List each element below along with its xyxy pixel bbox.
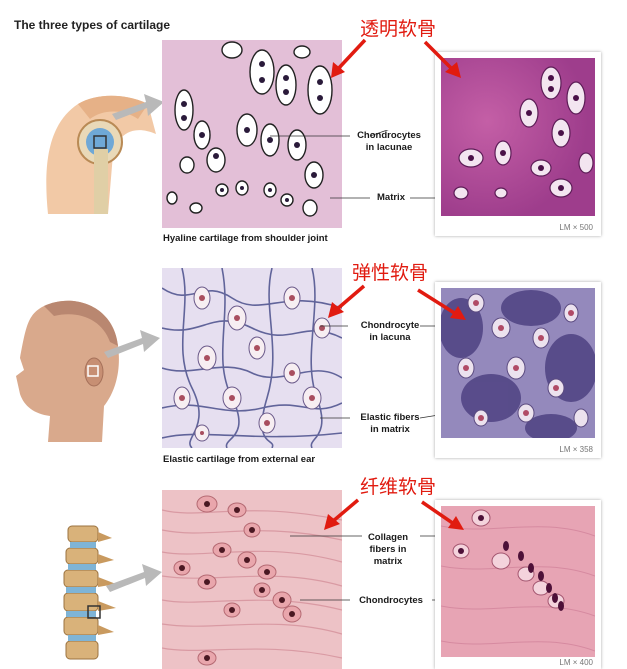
magnification-fibro: LM × 400 — [559, 658, 593, 667]
label-elastic-fibers-in-matrix: Elastic fibers in matrix — [360, 412, 420, 435]
fibrocartilage-illustration — [162, 490, 342, 669]
label-chondrocytes: Chondrocytes — [359, 595, 423, 606]
label-collagen-fibers-in-matrix: Collagen fibers in matrix — [367, 532, 409, 567]
page-title: The three types of cartilage — [14, 18, 171, 32]
cn-title-elastic: 弹性软骨 — [352, 262, 429, 284]
cn-title-hyaline: 透明软骨 — [360, 18, 437, 40]
arrow-right-icon — [104, 328, 160, 358]
arrow-right-icon — [106, 562, 162, 592]
human-head-icon — [14, 296, 124, 442]
label-matrix: Matrix — [377, 192, 405, 203]
magnification-hyaline: LM × 500 — [559, 223, 593, 232]
hyaline-illustration — [162, 40, 342, 228]
cn-title-fibrocartilage: 纤维软骨 — [360, 476, 437, 498]
magnification-elastic: LM × 358 — [559, 445, 593, 454]
elastic-micrograph-card: LM × 358 — [435, 282, 601, 458]
label-chondrocyte-in-lacuna: Chondrocyte in lacuna — [360, 320, 420, 343]
elastic-illustration — [162, 268, 342, 448]
caption-elastic: Elastic cartilage from external ear — [163, 454, 316, 465]
red-arrows-elastic — [328, 284, 466, 320]
caption-hyaline: Hyaline cartilage from shoulder joint — [163, 233, 328, 244]
elastic-micrograph — [441, 288, 595, 438]
red-arrows-hyaline — [331, 38, 461, 78]
hyaline-leader-lines — [270, 130, 440, 199]
vertebral-column-icon — [50, 522, 120, 666]
shoulder-joint-icon — [38, 64, 158, 214]
red-arrows-fibro — [324, 498, 464, 530]
label-chondrocytes-in-lacunae: Chondrocytes in lacunae — [357, 130, 421, 153]
hyaline-micrograph-card: LM × 500 — [435, 52, 601, 236]
arrow-right-icon — [112, 92, 164, 122]
fibro-micrograph — [441, 506, 595, 657]
hyaline-micrograph — [441, 58, 595, 216]
